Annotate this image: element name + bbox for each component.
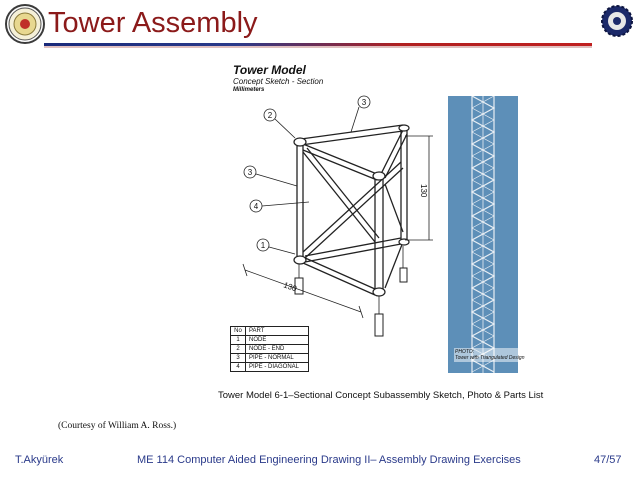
tower-sketch: 130 130 2 3 3 4 1 <box>242 95 433 337</box>
footer-page-number: 47/57 <box>594 454 622 466</box>
table-row: 4 PIPE - DIAGONAL <box>230 362 309 372</box>
part-name: PIPE - DIAGONAL <box>245 362 309 372</box>
parts-list-table: No PART 1 NODE 2 NODE - END 3 PIPE - NOR… <box>230 326 309 372</box>
figure-caption: Tower Model 6-1–Sectional Concept Subass… <box>218 390 544 401</box>
table-row: 3 PIPE - NORMAL <box>230 353 309 363</box>
footer-author: T.Akyürek <box>15 454 64 466</box>
title-rule-shadow <box>44 46 592 48</box>
dimension-height: 130 <box>419 184 428 198</box>
sketch-units: Millimeters <box>233 87 265 93</box>
part-name: PIPE - NORMAL <box>245 353 309 363</box>
callout-3-side: 3 <box>248 168 253 177</box>
sketch-title: Tower Model <box>233 63 306 77</box>
slide-title: Tower Assembly <box>48 7 258 39</box>
part-number: 3 <box>230 353 246 363</box>
parts-header-no: No <box>230 326 246 336</box>
photo-caption: PHOTO: Tower with Triangulated Design <box>454 348 526 362</box>
parts-header-part: PART <box>245 326 309 336</box>
courtesy-note: (Courtesy of William A. Ross.) <box>58 421 177 431</box>
part-name: NODE - END <box>245 344 309 354</box>
part-name: NODE <box>245 335 309 345</box>
table-row: 2 NODE - END <box>230 344 309 354</box>
table-row: No PART <box>230 326 309 336</box>
callout-1: 1 <box>261 241 266 250</box>
callout-2: 2 <box>268 111 273 120</box>
photo-caption-text: Tower with Triangulated Design <box>455 355 525 361</box>
dimension-base: 130 <box>282 280 298 293</box>
sketch-subtitle: Concept Sketch - Section <box>233 77 324 86</box>
footer-course: ME 114 Computer Aided Engineering Drawin… <box>137 454 521 466</box>
gear-emblem-icon <box>600 4 634 38</box>
callout-3-top: 3 <box>362 98 367 107</box>
photo-caption-label: PHOTO: <box>455 349 475 355</box>
part-number: 1 <box>230 335 246 345</box>
callout-4: 4 <box>254 202 259 211</box>
table-row: 1 NODE <box>230 335 309 345</box>
tower-photo <box>448 96 518 373</box>
title-rule <box>44 43 592 46</box>
university-seal-icon <box>5 4 45 44</box>
part-number: 2 <box>230 344 246 354</box>
part-number: 4 <box>230 362 246 372</box>
